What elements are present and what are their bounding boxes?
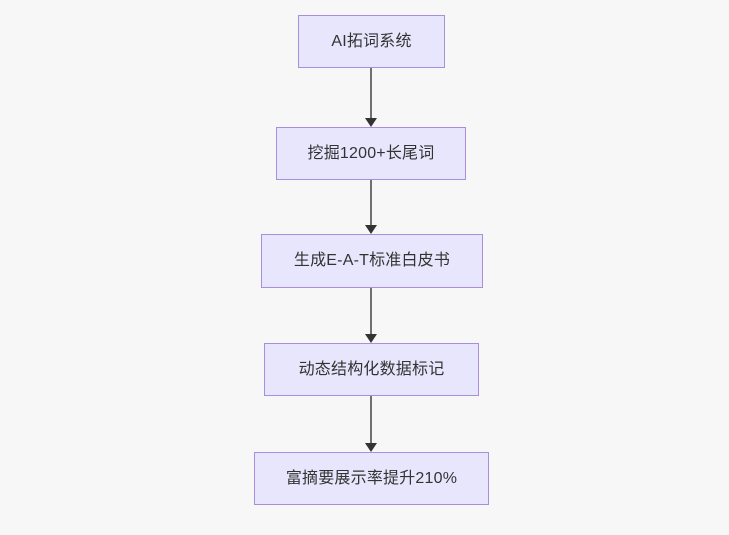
flow-node-longtail-keywords[interactable]: 挖掘1200+长尾词 — [276, 127, 466, 180]
flow-edge-2 — [370, 180, 372, 225]
flow-node-label: AI拓词系统 — [331, 32, 412, 50]
flow-arrowhead-1 — [365, 118, 377, 127]
flow-edge-3 — [370, 288, 372, 334]
flow-node-label: 挖掘1200+长尾词 — [307, 144, 435, 162]
flow-node-label: 生成E-A-T标准白皮书 — [293, 252, 451, 269]
flow-node-rich-snippet-result[interactable]: 富摘要展示率提升210% — [254, 452, 489, 505]
flow-arrowhead-2 — [365, 225, 377, 234]
flow-edge-4 — [370, 396, 372, 443]
flow-node-eat-whitepaper[interactable]: 生成E-A-T标准白皮书 — [261, 234, 483, 288]
flow-arrowhead-3 — [365, 334, 377, 343]
flow-arrowhead-4 — [365, 443, 377, 452]
flow-node-label: 动态结构化数据标记 — [298, 360, 445, 378]
flow-node-label: 富摘要展示率提升210% — [285, 469, 458, 487]
flow-node-ai-keyword-system[interactable]: AI拓词系统 — [298, 15, 445, 68]
flow-node-structured-data-markup[interactable]: 动态结构化数据标记 — [264, 343, 479, 396]
flow-edge-1 — [370, 68, 372, 118]
